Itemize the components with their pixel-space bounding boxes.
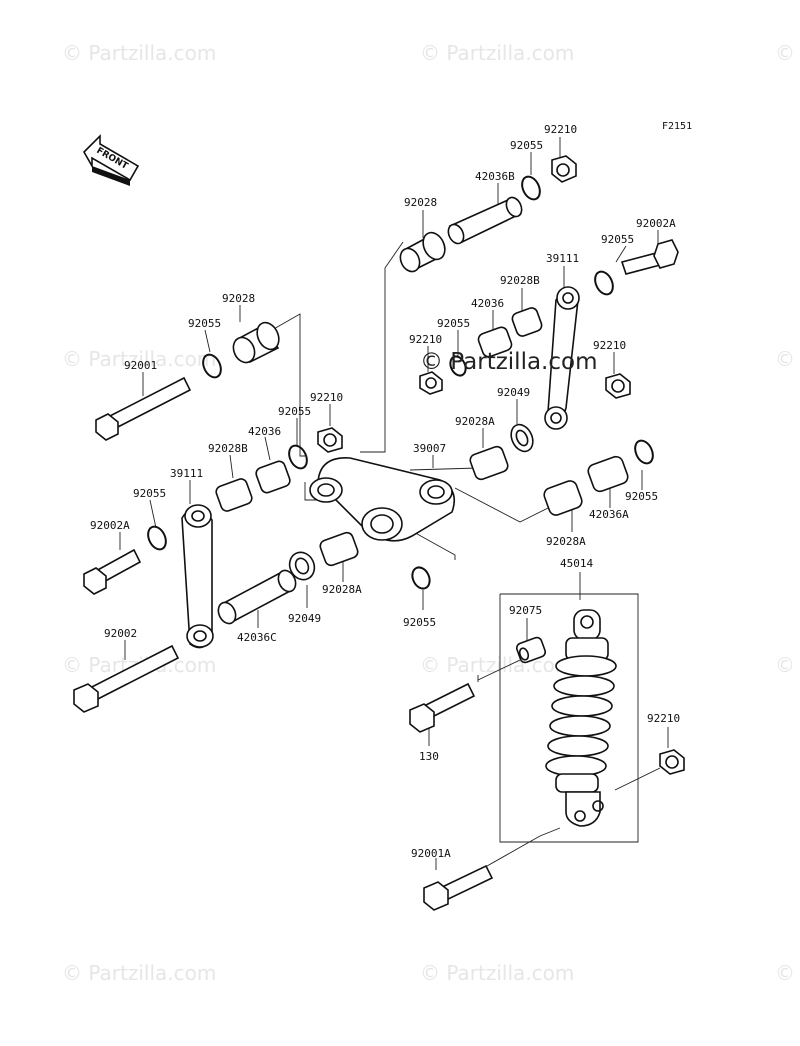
part-label: 92055 <box>510 139 543 152</box>
nut-icon <box>659 749 685 775</box>
figure-code: F2151 <box>662 121 692 132</box>
part-label: 92049 <box>497 386 530 399</box>
part-label: 92055 <box>437 317 470 330</box>
nut-icon <box>419 371 443 395</box>
bushing-icon <box>469 445 509 481</box>
nut-icon <box>551 155 577 183</box>
watermark-layer: © Partzilla.com © Partzilla.com © Partzi… <box>62 41 800 985</box>
flanged-bushing-icon <box>399 231 446 273</box>
sleeve-icon <box>447 196 523 245</box>
part-label: 92055 <box>625 490 658 503</box>
watermark: © Partzilla.com <box>775 961 800 985</box>
part-label: 42036 <box>471 297 504 310</box>
rocker-arm-icon <box>309 457 456 542</box>
part-label: 92001 <box>124 359 157 372</box>
part-label: 92002 <box>104 627 137 640</box>
part-label: 92002A <box>90 519 130 532</box>
part-label: 92210 <box>593 339 626 352</box>
bushing-icon <box>511 307 543 337</box>
watermark: © Partzilla.com <box>62 961 216 985</box>
part-label: 42036 <box>248 425 281 438</box>
part-label: 92028B <box>208 442 248 455</box>
collar-icon <box>515 636 547 664</box>
part-label: 42036B <box>475 170 515 183</box>
part-label: 39111 <box>546 252 579 265</box>
part-label: 92028A <box>322 583 362 596</box>
part-label: 92210 <box>409 333 442 346</box>
part-label: 45014 <box>560 557 593 570</box>
o-ring-icon <box>521 175 541 201</box>
sleeve-icon <box>217 569 297 625</box>
part-label: 39007 <box>413 442 446 455</box>
shock-absorber-icon <box>545 609 617 827</box>
tie-rod-icon <box>181 504 214 649</box>
watermark: © Partzilla.com <box>420 653 574 677</box>
part-label: 92049 <box>288 612 321 625</box>
bolt-icon <box>423 864 494 911</box>
part-label: 92075 <box>509 604 542 617</box>
part-label: 92210 <box>310 391 343 404</box>
o-ring-icon <box>202 353 222 379</box>
watermark: © Partzilla.com <box>775 41 800 65</box>
nut-icon <box>317 427 343 453</box>
o-ring-icon <box>594 270 614 296</box>
sleeve-icon <box>477 326 513 358</box>
part-label: 92001A <box>411 847 451 860</box>
part-labels: 92210 92055 42036B 92028 92002A 92055 39… <box>90 123 680 860</box>
bolt-icon <box>73 644 180 713</box>
watermark: © Partzilla.com <box>420 41 574 65</box>
watermark: © Partzilla.com <box>775 347 800 371</box>
part-label: 92055 <box>601 233 634 246</box>
o-ring-icon <box>147 525 167 551</box>
part-label: 42036A <box>589 508 629 521</box>
flanged-bushing-icon <box>232 321 280 364</box>
sleeve-icon <box>255 460 291 494</box>
part-label: 92055 <box>188 317 221 330</box>
part-label: 39111 <box>170 467 203 480</box>
part-label: 92002A <box>636 217 676 230</box>
bolt-icon <box>83 548 142 595</box>
o-ring-icon <box>288 444 308 470</box>
sleeve-icon <box>587 455 629 493</box>
part-label: 92028 <box>222 292 255 305</box>
part-label: 92055 <box>403 616 436 629</box>
seal-icon <box>510 423 534 453</box>
watermark: © Partzilla.com <box>62 347 216 371</box>
part-label: 92028 <box>404 196 437 209</box>
part-label: 92210 <box>544 123 577 136</box>
bushing-icon <box>215 478 253 512</box>
part-label: 42036C <box>237 631 277 644</box>
part-label: 92210 <box>647 712 680 725</box>
nut-icon <box>605 373 631 399</box>
o-ring-icon <box>634 439 654 465</box>
seal-icon <box>288 551 316 581</box>
tie-rod-icon <box>544 286 580 430</box>
watermark: © Partzilla.com <box>775 653 800 677</box>
o-ring-icon <box>449 355 467 377</box>
bolt-icon <box>95 376 192 441</box>
part-label: 130 <box>419 750 439 763</box>
bolt-icon <box>620 239 679 275</box>
bushing-icon <box>319 531 359 567</box>
watermark: © Partzilla.com <box>62 41 216 65</box>
part-label: 92055 <box>278 405 311 418</box>
part-label: 92028A <box>455 415 495 428</box>
leader-lines <box>119 137 669 871</box>
brand-watermark: © Partzilla.com <box>420 349 598 375</box>
watermark: © Partzilla.com <box>420 961 574 985</box>
bushing-icon <box>543 480 583 516</box>
part-label: 92055 <box>133 487 166 500</box>
part-label: 92028A <box>546 535 586 548</box>
o-ring-icon <box>411 566 431 590</box>
front-arrow-icon: FRONT <box>83 134 140 186</box>
part-label: 92028B <box>500 274 540 287</box>
bolt-icon <box>409 682 476 733</box>
